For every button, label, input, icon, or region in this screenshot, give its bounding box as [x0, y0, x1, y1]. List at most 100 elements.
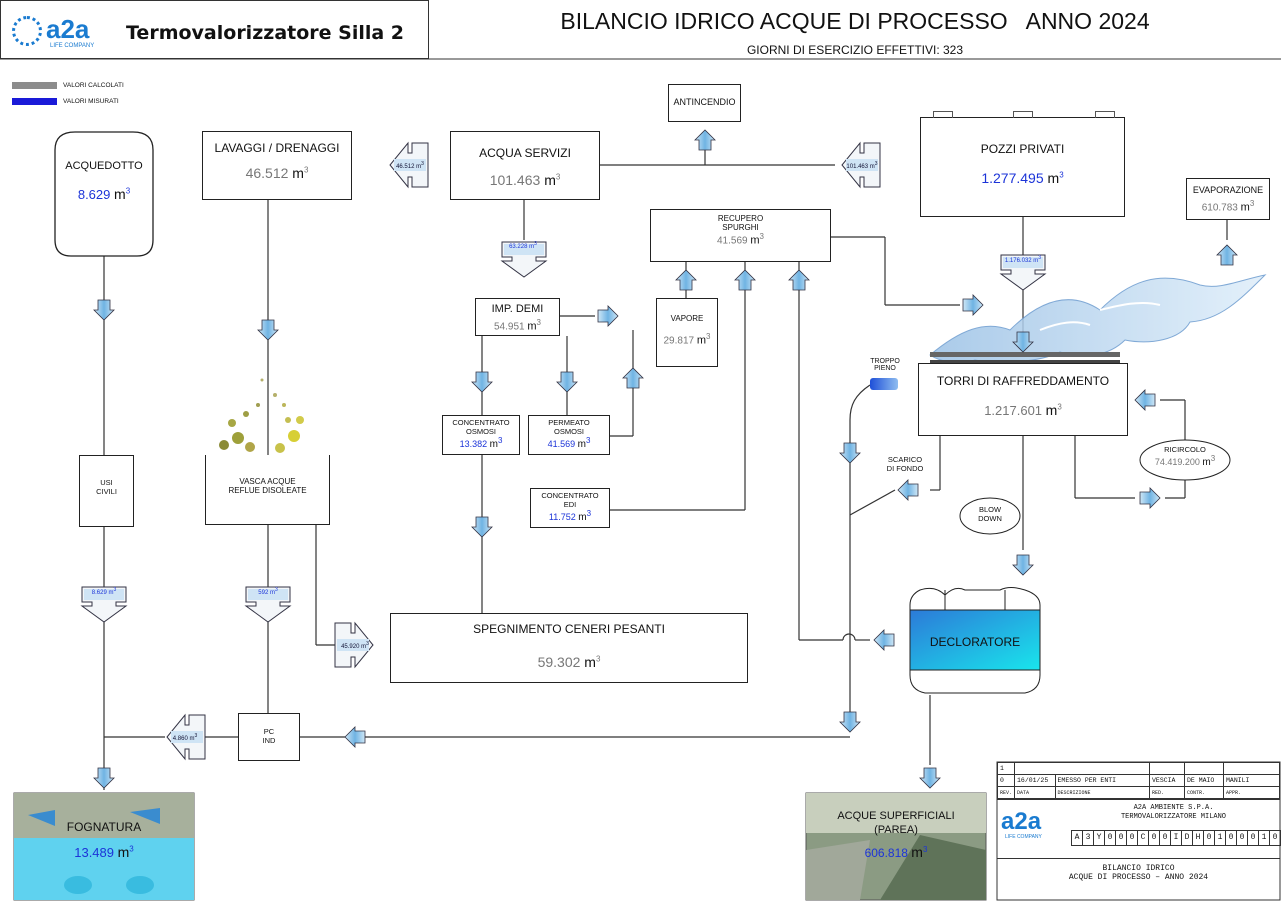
decloratore-label: DECLORATORE: [929, 635, 1021, 649]
lavaggi-label: LAVAGGI / DRENAGGI: [214, 141, 340, 155]
pozzi-pump-2: [1013, 111, 1033, 118]
arrow-ricircolo-return: [1134, 389, 1156, 411]
troppo-pieno-label-1: TROPPO: [870, 358, 900, 365]
node-acqua-servizi: ACQUA SERVIZI 101.463 m3: [450, 131, 600, 200]
drawing-title-line-1: BILANCIO IDRICO: [1102, 864, 1175, 873]
arrow-troppo-pieno-down: [839, 442, 861, 464]
drawing-title: BILANCIO IDRICO ACQUE DI PROCESSO – ANNO…: [997, 858, 1280, 882]
revision-row: 0 16/01/25 EMESSO PER ENTI VESCIA DE MAI…: [996, 774, 1280, 787]
legend-label-misurati: VALORI MISURATI: [63, 97, 119, 105]
node-acque-superficiali: ACQUE SUPERFICIALI (PAREA) 606.818 m3: [806, 810, 986, 860]
vasca-label-2: REFLUE DISOLEATE: [228, 486, 307, 495]
fognatura-photo: [13, 792, 195, 901]
flow-label-to-lavaggi: 46.512 m3: [396, 161, 424, 170]
vasca-label-1: VASCA ACQUE: [239, 477, 296, 486]
concentrato-edi-label-1: CONCENTRATO: [541, 491, 599, 500]
drawing-code-char: 1: [1214, 830, 1225, 846]
node-concentrato-osmosi: CONCENTRATO OSMOSI 13.382 m3: [442, 415, 520, 455]
drawing-code-char: 3: [1082, 830, 1093, 846]
drawing-code-char: 0: [1148, 830, 1159, 846]
concentrato-edi-label-2: EDI: [563, 500, 577, 509]
node-pozzi-privati: POZZI PRIVATI 1.277.495 m3: [920, 117, 1125, 217]
arrow-concentrato-to-spegn: [471, 516, 493, 538]
contr-cell: DE MAIO: [1184, 774, 1225, 787]
arrow-decl-to-recupero: [788, 269, 810, 291]
fognatura-label: FOGNATURA: [66, 820, 142, 834]
arrow-demi-to-vapore: [597, 305, 619, 327]
drawing-code-char: Y: [1093, 830, 1104, 846]
desc-cell: [1055, 762, 1151, 775]
node-vapore: VAPORE 29.817 m3: [656, 298, 718, 367]
recupero-value: 41.569 m3: [717, 232, 764, 247]
flow-label-pc-fogna: 4.860 m3: [172, 733, 198, 742]
date-cell: 16/01/25: [1014, 774, 1056, 787]
arrow-ricircolo-out: [1139, 487, 1161, 509]
concentrato-edi-value: 11.752 m3: [548, 509, 592, 523]
title-block-company-name: A2A AMBIENTE S.P.A.: [1133, 804, 1214, 812]
header-red: RED.: [1149, 786, 1186, 799]
fognatura-value: 13.489 m3: [74, 844, 134, 860]
flow-label-vasca-spegn: 45.920 m3: [341, 641, 369, 650]
arrow-permeato-down: [556, 371, 578, 393]
page-subtitle: GIORNI DI ESERCIZIO EFFETTIVI: 323: [746, 43, 964, 57]
scarico-fondo-label-2: DI FONDO: [886, 464, 924, 473]
pc-ind-label-2: IND: [262, 736, 276, 745]
arrow-evaporazione-up: [1216, 244, 1238, 266]
desc-cell: EMESSO PER ENTI: [1054, 774, 1151, 787]
node-blow-down: BLOW DOWN: [960, 505, 1020, 523]
drawing-code-char: C: [1137, 830, 1148, 846]
flow-label-pozzi-to-torri: 1.176.032 m3: [1004, 255, 1042, 264]
appr-cell: [1223, 762, 1280, 775]
arrow-blowdown-down: [1012, 554, 1034, 576]
acque-superficiali-label-1: ACQUE SUPERFICIALI: [837, 810, 955, 822]
a2a-logo-sub: LIFE COMPANY: [50, 43, 95, 49]
arrow-to-acque-superficiali: [919, 767, 941, 789]
legend-item-misurati: VALORI MISURATI: [12, 95, 124, 107]
header-desc: DESCRIZIONE: [1054, 786, 1151, 799]
troppo-pieno-label: TROPPO PIENO: [860, 358, 910, 372]
permeato-osmosi-value: 41.569 m3: [547, 436, 591, 450]
drawing-code-char: H: [1192, 830, 1203, 846]
permeato-osmosi-label-2: OSMOSI: [553, 427, 584, 436]
revision-header-row: REV. DATA DESCRIZIONE RED. CONTR. APPR.: [996, 786, 1280, 799]
arrow-decl-out: [873, 629, 895, 651]
arrow-acquedotto-down: [93, 299, 115, 321]
acque-superficiali-photo: [805, 792, 987, 901]
red-cell: [1149, 762, 1186, 775]
drawing-code-char: 0: [1203, 830, 1214, 846]
title-block-logo: a2a: [1001, 808, 1042, 835]
acqua-servizi-label: ACQUA SERVIZI: [479, 146, 571, 160]
permeato-osmosi-label-1: PERMEATO: [548, 418, 590, 427]
flow-arrows: [80, 129, 1238, 789]
arrow-recupero-to-torri: [962, 294, 984, 316]
drawing-code-char: 0: [1225, 830, 1236, 846]
node-acquedotto: ACQUEDOTTO 8.629 m3: [55, 160, 153, 202]
vapore-value: 29.817 m3: [663, 332, 711, 347]
drawing-code-char: 0: [1269, 830, 1280, 846]
drawing-title-line-2: ACQUE DI PROCESSO – ANNO 2024: [1068, 873, 1209, 882]
pozzi-label: POZZI PRIVATI: [980, 142, 1065, 156]
pozzi-pump-3: [1095, 111, 1115, 118]
node-concentrato-edi: CONCENTRATO EDI 11.752 m3: [530, 488, 610, 528]
arrow-scarico-fondo: [897, 479, 919, 501]
acquedotto-label: ACQUEDOTTO: [65, 160, 143, 172]
ricircolo-value: 74.419.200 m3: [1154, 454, 1216, 468]
appr-cell: MANILI: [1223, 774, 1280, 787]
red-cell: VESCIA: [1149, 774, 1186, 787]
drawing-code-char: 0: [1236, 830, 1247, 846]
arrow-lavaggi-down: [257, 319, 279, 341]
node-permeato-osmosi: PERMEATO OSMOSI 41.569 m3: [528, 415, 610, 455]
node-usi-civili: USI CIVILI: [79, 455, 134, 527]
big-arrow-pozzi-to-torri: [999, 254, 1047, 291]
node-imp-demi: IMP. DEMI 54.951 m3: [475, 298, 560, 336]
legend-label-calcolati: VALORI CALCOLATI: [63, 81, 124, 89]
arrow-bottom-down: [839, 711, 861, 733]
big-arrow-acquedotto-fogna: [80, 586, 128, 623]
node-recupero-spurghi: RECUPERO SPURGHI 41.569 m3: [650, 209, 831, 262]
acque-superficiali-value: 606.818 m3: [864, 844, 928, 860]
imp-demi-value: 54.951 m3: [494, 318, 541, 333]
drawing-code-char: 0: [1247, 830, 1258, 846]
evaporazione-value: 610.783 m3: [1201, 199, 1255, 214]
